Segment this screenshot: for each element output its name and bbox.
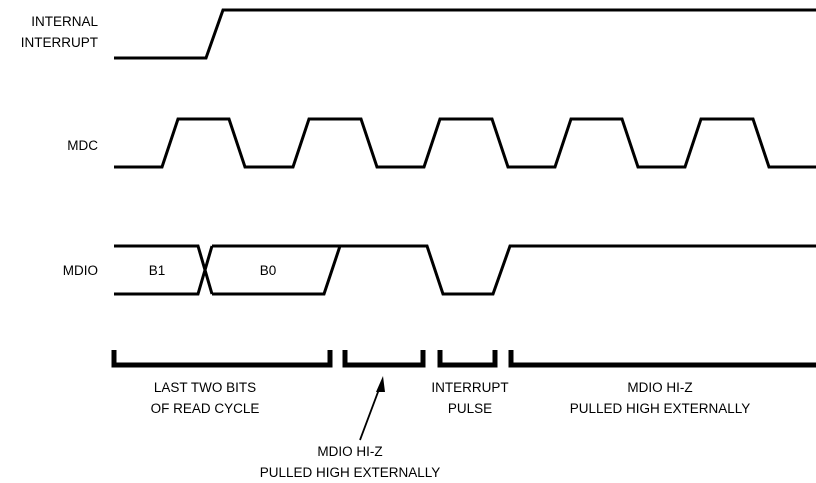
mdio-b1-cell [114,244,214,296]
mdio-hiz-right-text-line1: MDIO HI-Z [627,380,692,395]
mdio-interrupt-pulse-waveform [340,244,816,296]
last-two-bits-text-line2: OF READ CYCLE [151,401,260,416]
mdio-hiz-bottom-text-line2: PULLED HIGH EXTERNALLY [260,465,441,480]
bracket-mdio-hiz-short [342,350,426,368]
hiz-pointer-arrow [359,383,382,441]
bit-b1-label: B1 [149,263,166,278]
bracket-interrupt-pulse [437,350,498,368]
internal-interrupt-label-line2: INTERRUPT [21,35,98,50]
internal-interrupt-label-line1: INTERNAL [31,14,98,29]
mdio-hiz-bottom-text-line1: MDIO HI-Z [317,444,382,459]
bracket-last-two-bits [111,350,333,368]
interrupt-pulse-text-line1: INTERRUPT [431,380,508,395]
mdc-label: MDC [67,138,98,153]
last-two-bits-text-line1: LAST TWO BITS [154,380,256,395]
mdio-b0-cell [212,244,342,296]
hiz-pointer-arrowhead [376,376,385,392]
mdio-label: MDIO [63,263,98,278]
bracket-mdio-hiz-long [508,350,816,368]
bit-b0-label: B0 [260,263,277,278]
interrupt-pulse-text-line2: PULSE [448,401,492,416]
mdc-waveform [114,117,816,169]
mdio-hiz-right-text-line2: PULLED HIGH EXTERNALLY [570,401,751,416]
internal-interrupt-waveform [114,8,816,60]
